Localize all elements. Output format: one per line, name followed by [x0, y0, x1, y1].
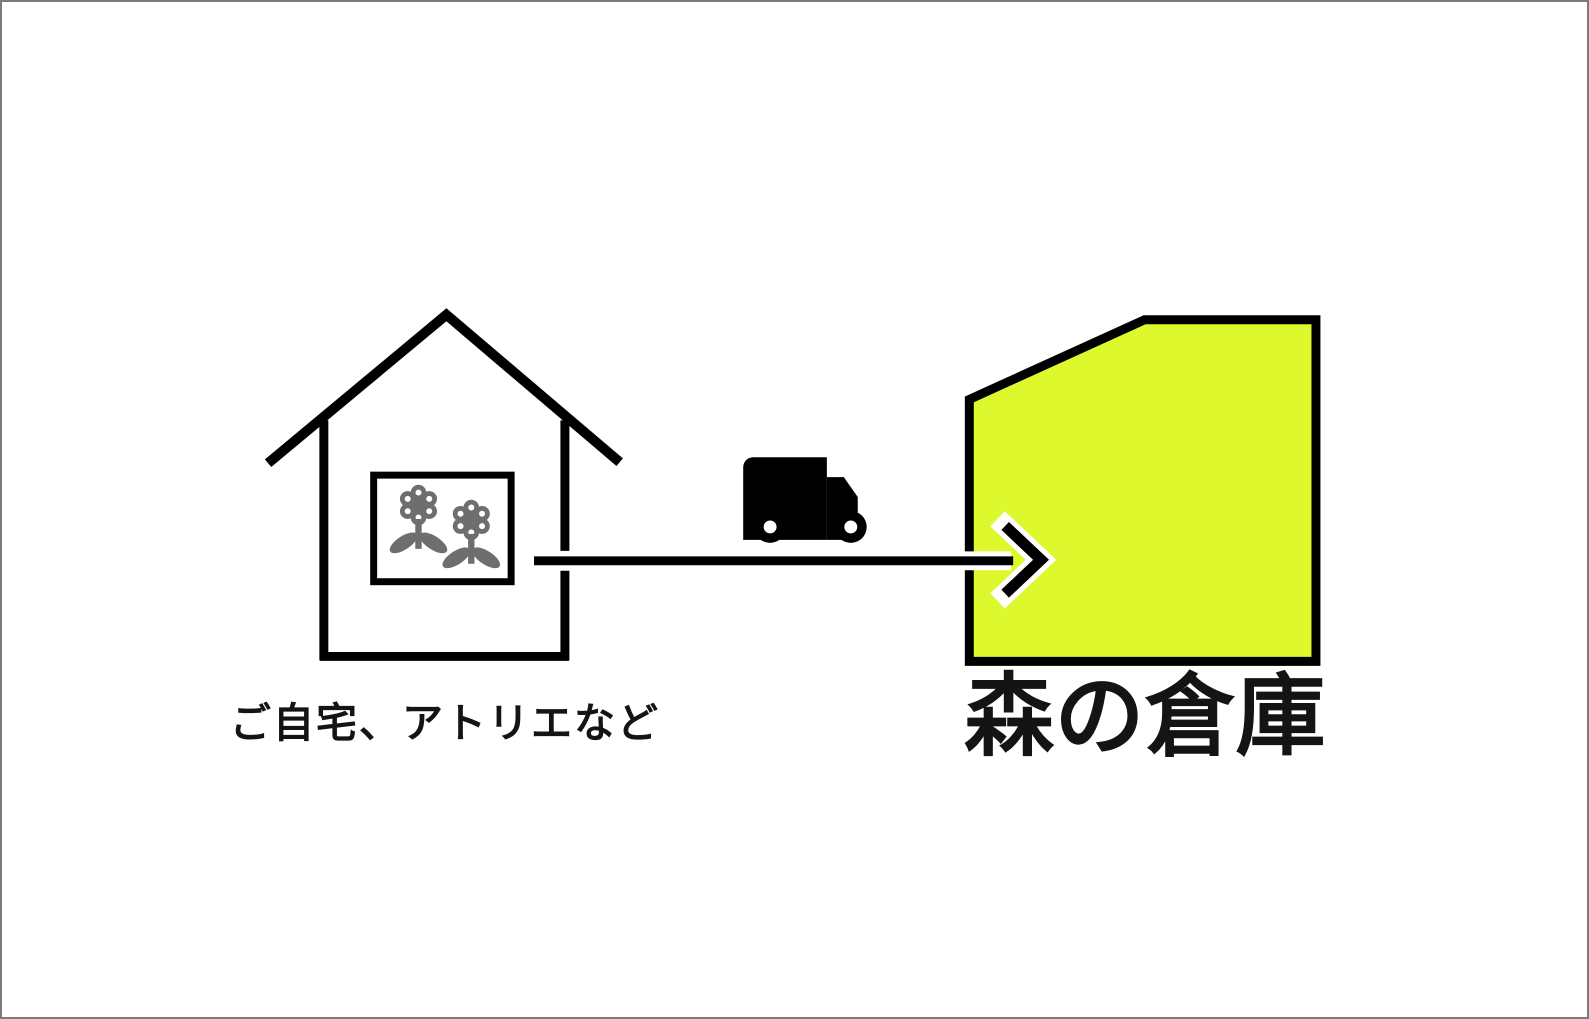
warehouse-shape	[964, 315, 1321, 666]
house-outline-icon	[264, 308, 623, 661]
delivery-truck-icon	[743, 457, 867, 543]
house-roof	[264, 308, 623, 468]
arrow-right-icon	[529, 511, 1057, 609]
destination-label: 森の倉庫	[964, 668, 1326, 767]
arrow-head	[1001, 521, 1050, 598]
source-label: ご自宅、アトリエなど	[230, 700, 660, 746]
